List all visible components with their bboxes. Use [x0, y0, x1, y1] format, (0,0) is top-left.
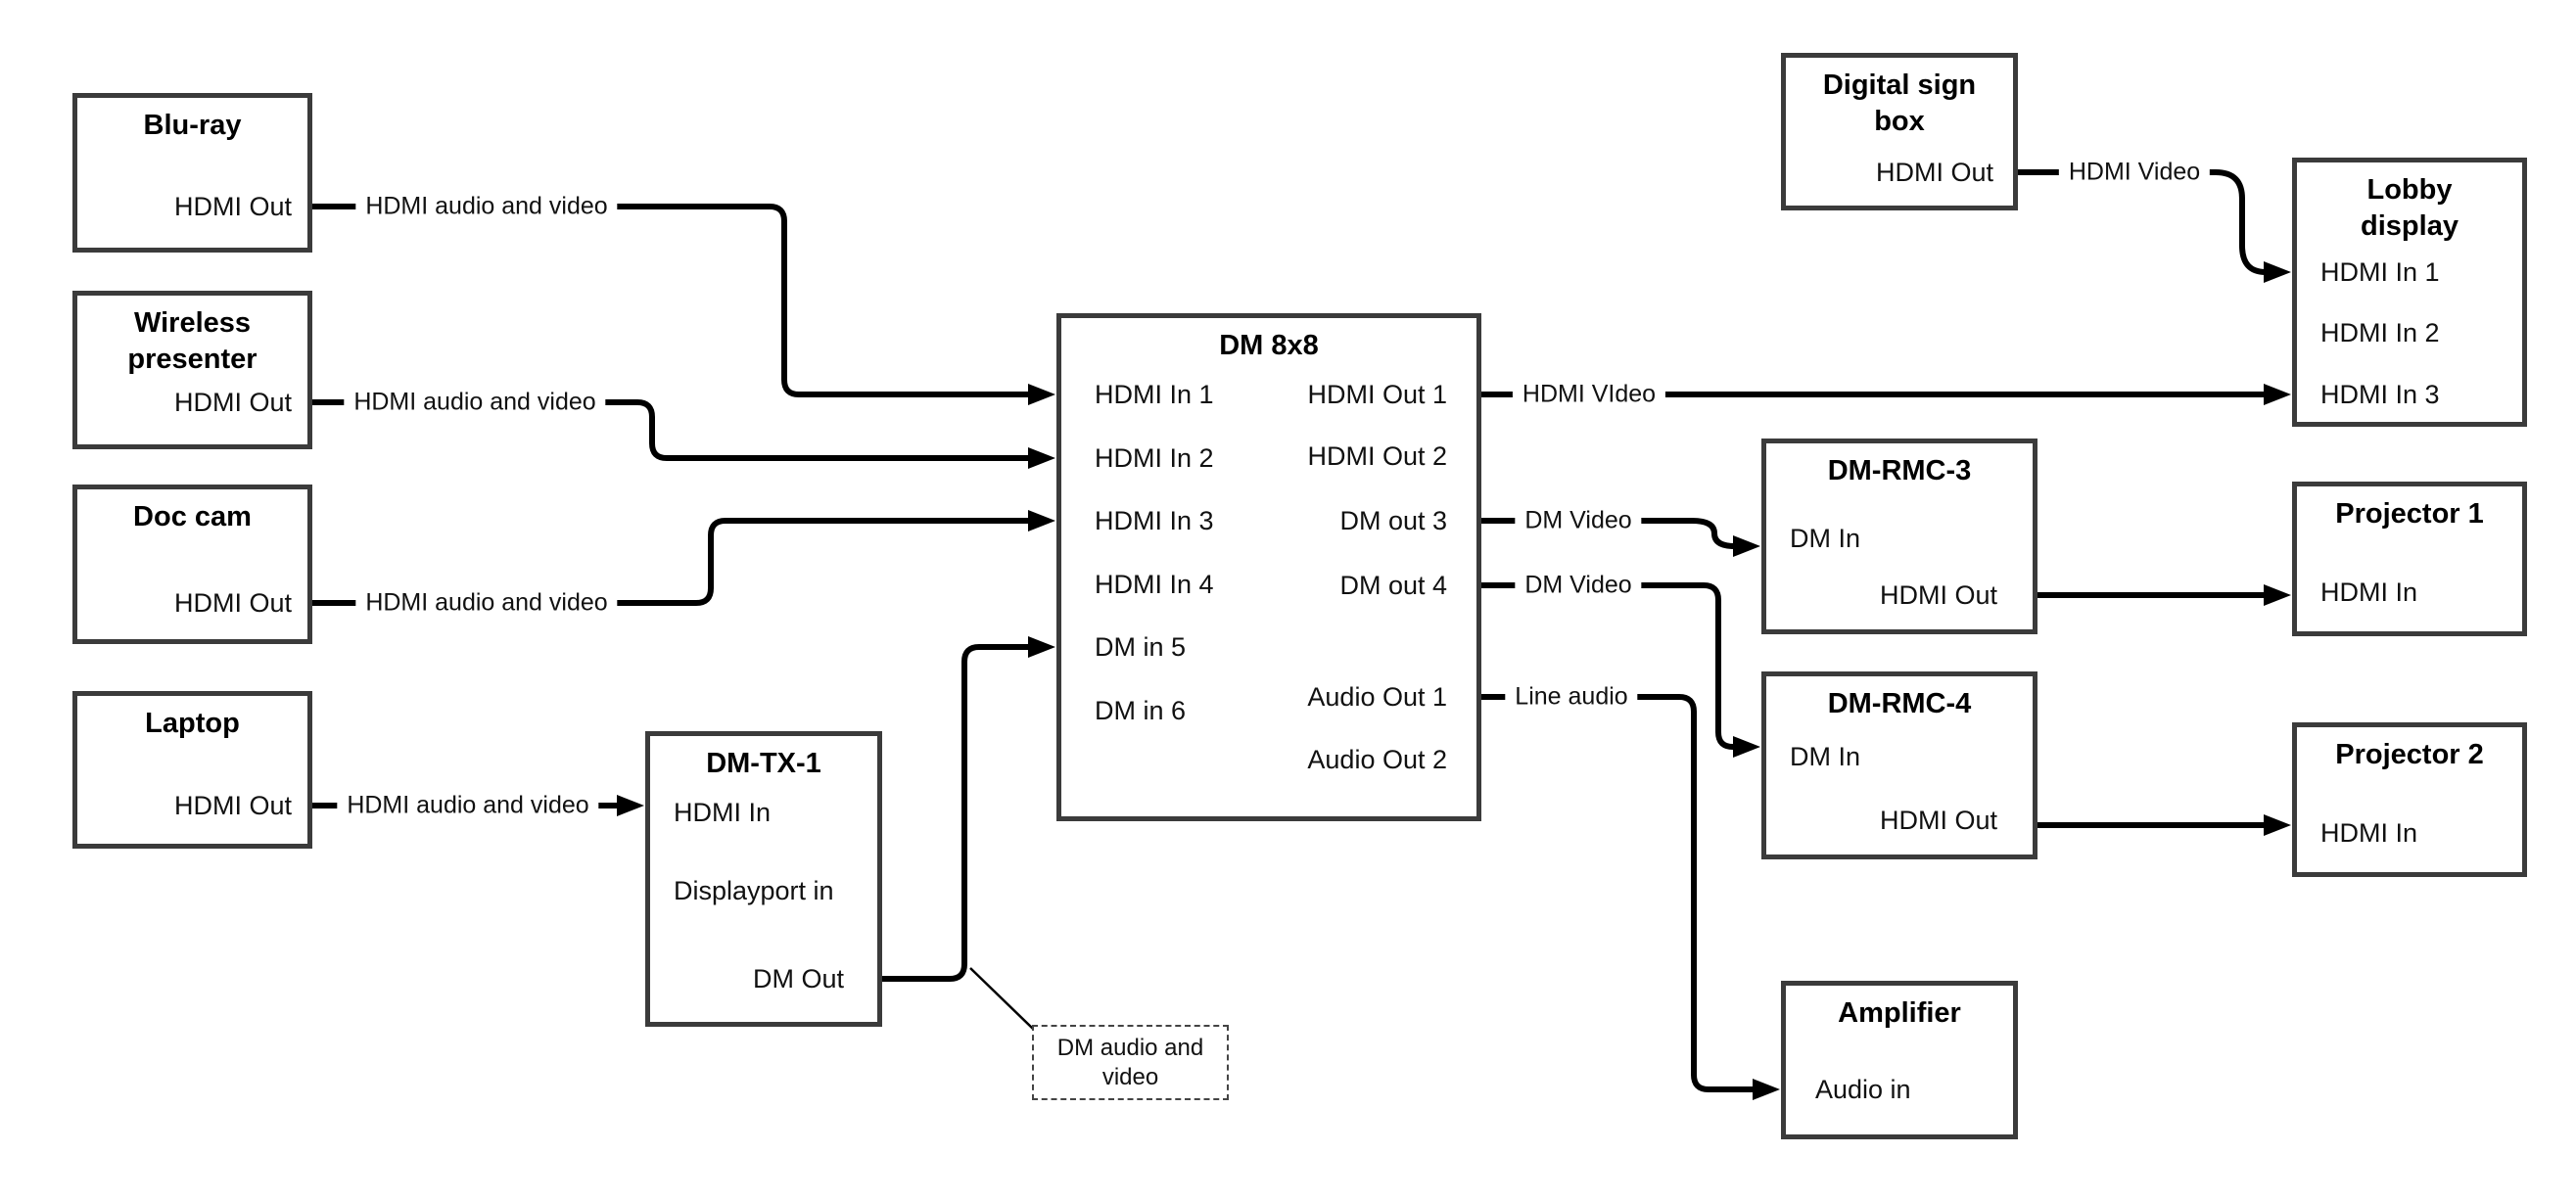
node-doc-cam: Doc cam HDMI Out — [72, 485, 312, 644]
node-dmtx1: DM-TX-1 HDMI In Displayport in DM Out — [645, 731, 882, 1027]
port-dm8x8-hdmi-out-1: HDMI Out 1 — [1307, 380, 1447, 409]
node-title-lobby-display: Lobby display — [2361, 174, 2459, 242]
port-dm8x8-hdmi-in-1: HDMI In 1 — [1095, 380, 1214, 409]
callout-leader-line — [969, 967, 1034, 1030]
node-lobby-display: Lobby display HDMI In 1 HDMI In 2 HDMI I… — [2292, 158, 2527, 427]
arrowhead-projector2-hdmiin — [2264, 814, 2291, 836]
arrowhead-amplifier-audioin — [1753, 1079, 1780, 1100]
port-lobby-hdmi-in-3: HDMI In 3 — [2320, 380, 2440, 409]
connection-label-bluray: HDMI audio and video — [355, 192, 618, 221]
node-laptop: Laptop HDMI Out — [72, 691, 312, 849]
node-title-laptop: Laptop — [145, 708, 240, 739]
arrowhead-dmrmc4-dmin — [1733, 736, 1760, 758]
port-dmtx1-displayport-in: Displayport in — [674, 876, 834, 905]
connection-label-line-audio: Line audio — [1505, 682, 1638, 712]
port-lobby-hdmi-in-1: HDMI In 1 — [2320, 257, 2440, 287]
node-dmrmc4: DM-RMC-4 DM In HDMI Out — [1761, 671, 2037, 859]
node-title-projector2: Projector 2 — [2335, 739, 2484, 770]
arrowhead-dm8x8-in2 — [1028, 447, 1055, 469]
node-title-dm8x8: DM 8x8 — [1219, 330, 1319, 361]
connection-label-dm-video-out4: DM Video — [1515, 571, 1642, 600]
connection-label-dm-video-out3: DM Video — [1515, 506, 1642, 535]
node-dm8x8: DM 8x8 HDMI In 1 HDMI In 2 HDMI In 3 HDM… — [1056, 313, 1481, 821]
node-bluray: Blu-ray HDMI Out — [72, 93, 312, 253]
connection-label-laptop: HDMI audio and video — [337, 791, 599, 820]
port-laptop-hdmi-out: HDMI Out — [173, 791, 292, 820]
node-title-dmrmc3: DM-RMC-3 — [1827, 455, 1972, 486]
callout-dm-audio-video: DM audio and video — [1032, 1025, 1229, 1100]
connector-dm8x8-dmrmc3 — [1481, 518, 1736, 549]
port-projector2-hdmi-in: HDMI In — [2320, 818, 2418, 848]
connector-digitalsign-lobby — [2018, 169, 2267, 275]
port-dmtx1-hdmi-in: HDMI In — [674, 798, 772, 827]
port-lobby-hdmi-in-2: HDMI In 2 — [2320, 318, 2440, 347]
port-dmrmc4-dm-in: DM In — [1790, 742, 1861, 771]
node-digital-sign-box: Digital sign box HDMI Out — [1781, 53, 2018, 210]
port-dm8x8-hdmi-in-3: HDMI In 3 — [1095, 506, 1214, 535]
node-title-dmrmc4: DM-RMC-4 — [1827, 688, 1972, 719]
connector-dm8x8-amplifier — [1481, 694, 1755, 1092]
arrowhead-dm8x8-in1 — [1028, 384, 1055, 405]
port-projector1-hdmi-in: HDMI In — [2320, 577, 2418, 607]
node-dmrmc3: DM-RMC-3 DM In HDMI Out — [1761, 439, 2037, 634]
port-digitalsign-hdmi-out: HDMI Out — [1875, 158, 1993, 187]
port-dm8x8-hdmi-out-2: HDMI Out 2 — [1307, 441, 1447, 471]
port-wireless-hdmi-out: HDMI Out — [173, 388, 292, 417]
port-amplifier-audio-in: Audio in — [1815, 1075, 1911, 1104]
node-title-digital-sign-box: Digital sign box — [1822, 69, 1977, 137]
arrowhead-dmtx1-hdmi-in — [617, 795, 644, 816]
arrowhead-dm8x8-dmin5 — [1028, 636, 1055, 658]
connector-dmtx1-dm8x8 — [882, 644, 1030, 982]
connection-label-hdmi-video-out1: HDMI VIdeo — [1512, 380, 1666, 409]
connector-dm8x8-dmrmc4 — [1481, 582, 1734, 750]
port-dm8x8-audio-out-1: Audio Out 1 — [1307, 682, 1447, 712]
node-title-bluray: Blu-ray — [143, 110, 242, 141]
port-dm8x8-hdmi-in-2: HDMI In 2 — [1095, 443, 1214, 473]
connection-label-doccam: HDMI audio and video — [355, 588, 618, 618]
arrowhead-dmrmc3-dmin — [1733, 535, 1760, 557]
node-wireless-presenter: Wireless presenter HDMI Out — [72, 291, 312, 449]
port-dm8x8-dm-in-6: DM in 6 — [1095, 696, 1187, 725]
node-title-doc-cam: Doc cam — [133, 501, 252, 532]
arrowhead-lobby-in1 — [2264, 261, 2291, 283]
port-dmrmc3-hdmi-out: HDMI Out — [1879, 580, 1997, 610]
port-bluray-hdmi-out: HDMI Out — [173, 192, 292, 221]
port-doccam-hdmi-out: HDMI Out — [173, 588, 292, 618]
connection-label-wireless: HDMI audio and video — [344, 388, 606, 417]
port-dmtx1-dm-out: DM Out — [752, 964, 844, 993]
connector-doccam-dm8x8 — [312, 518, 1030, 606]
port-dmrmc4-hdmi-out: HDMI Out — [1879, 806, 1997, 835]
port-dmrmc3-dm-in: DM In — [1790, 524, 1861, 553]
node-title-amplifier: Amplifier — [1838, 997, 1961, 1029]
port-dm8x8-dm-out-4: DM out 4 — [1339, 571, 1447, 600]
connector-bluray-dm8x8 — [312, 204, 1030, 397]
connection-label-hdmi-video-digital: HDMI Video — [2058, 158, 2211, 187]
node-title-dmtx1: DM-TX-1 — [706, 748, 821, 779]
arrowhead-dm8x8-in3 — [1028, 510, 1055, 531]
node-projector2: Projector 2 HDMI In — [2292, 722, 2527, 877]
port-dm8x8-audio-out-2: Audio Out 2 — [1307, 745, 1447, 774]
node-projector1: Projector 1 HDMI In — [2292, 482, 2527, 636]
port-dm8x8-dm-in-5: DM in 5 — [1095, 632, 1187, 662]
arrowhead-projector1-hdmiin — [2264, 584, 2291, 606]
connector-wireless-dm8x8 — [312, 399, 1030, 461]
arrowhead-lobby-in3 — [2264, 384, 2291, 405]
port-dm8x8-hdmi-in-4: HDMI In 4 — [1095, 570, 1214, 599]
port-dm8x8-dm-out-3: DM out 3 — [1339, 506, 1447, 535]
node-title-projector1: Projector 1 — [2335, 498, 2484, 530]
node-title-wireless-presenter: Wireless presenter — [127, 307, 258, 375]
node-amplifier: Amplifier Audio in — [1781, 981, 2018, 1139]
